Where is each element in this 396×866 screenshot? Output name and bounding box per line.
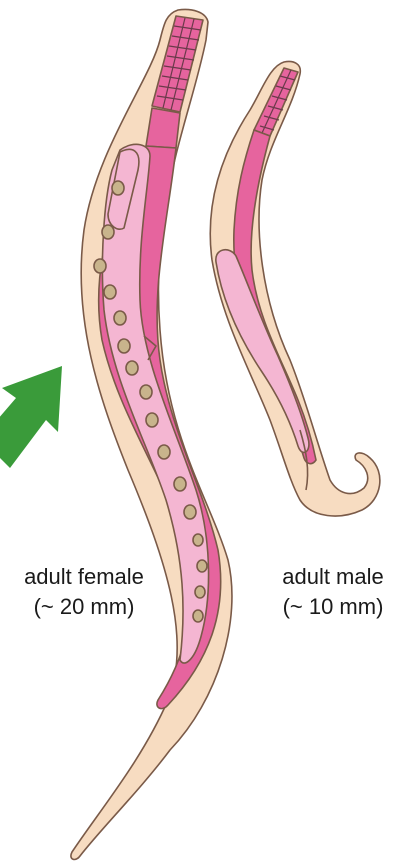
green-arrow (0, 366, 62, 468)
female-name: adult female (4, 562, 164, 592)
male-label: adult male (~ 10 mm) (258, 562, 396, 622)
female-bulb (146, 108, 180, 148)
female-worm (71, 10, 232, 860)
male-size: (~ 10 mm) (258, 592, 396, 622)
female-label: adult female (~ 20 mm) (4, 562, 164, 622)
male-worm (210, 62, 380, 516)
male-name: adult male (258, 562, 396, 592)
female-size: (~ 20 mm) (4, 592, 164, 622)
